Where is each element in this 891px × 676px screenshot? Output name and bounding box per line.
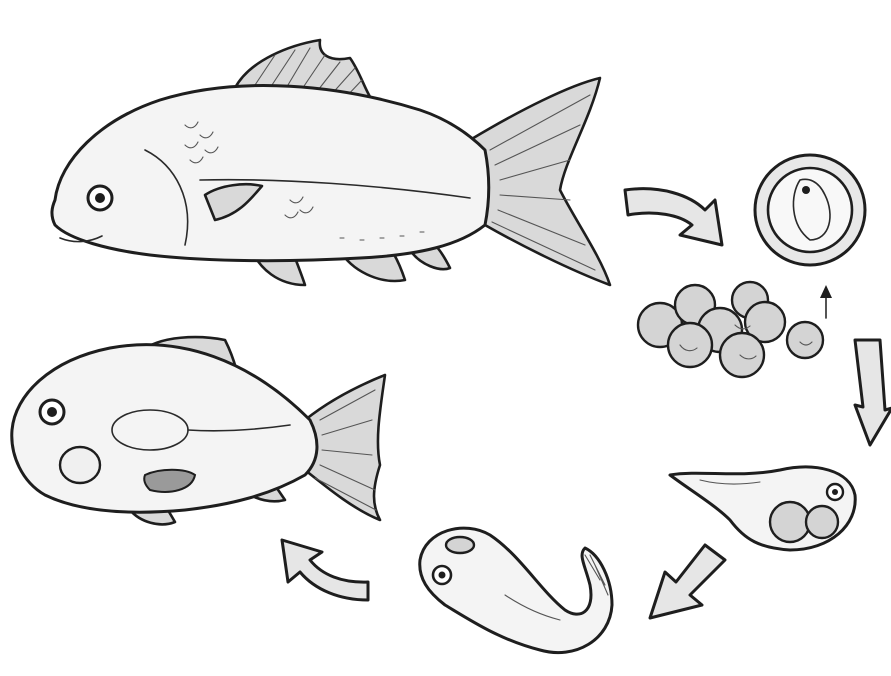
egg-cluster-icon (638, 282, 823, 377)
arrow-eggs-to-egg-icon (820, 285, 832, 318)
larva-icon (670, 467, 855, 550)
single-egg-icon (755, 155, 865, 265)
adult-fish-icon (52, 40, 610, 285)
fry-icon (420, 528, 612, 652)
juvenile-fish-icon (12, 337, 385, 524)
arrow-adult-to-egg-icon (625, 189, 722, 245)
arrow-eggs-to-larva-icon (855, 340, 891, 445)
arrow-larva-to-fry-icon (650, 545, 725, 618)
arrow-fry-to-juvenile-icon (282, 540, 368, 600)
